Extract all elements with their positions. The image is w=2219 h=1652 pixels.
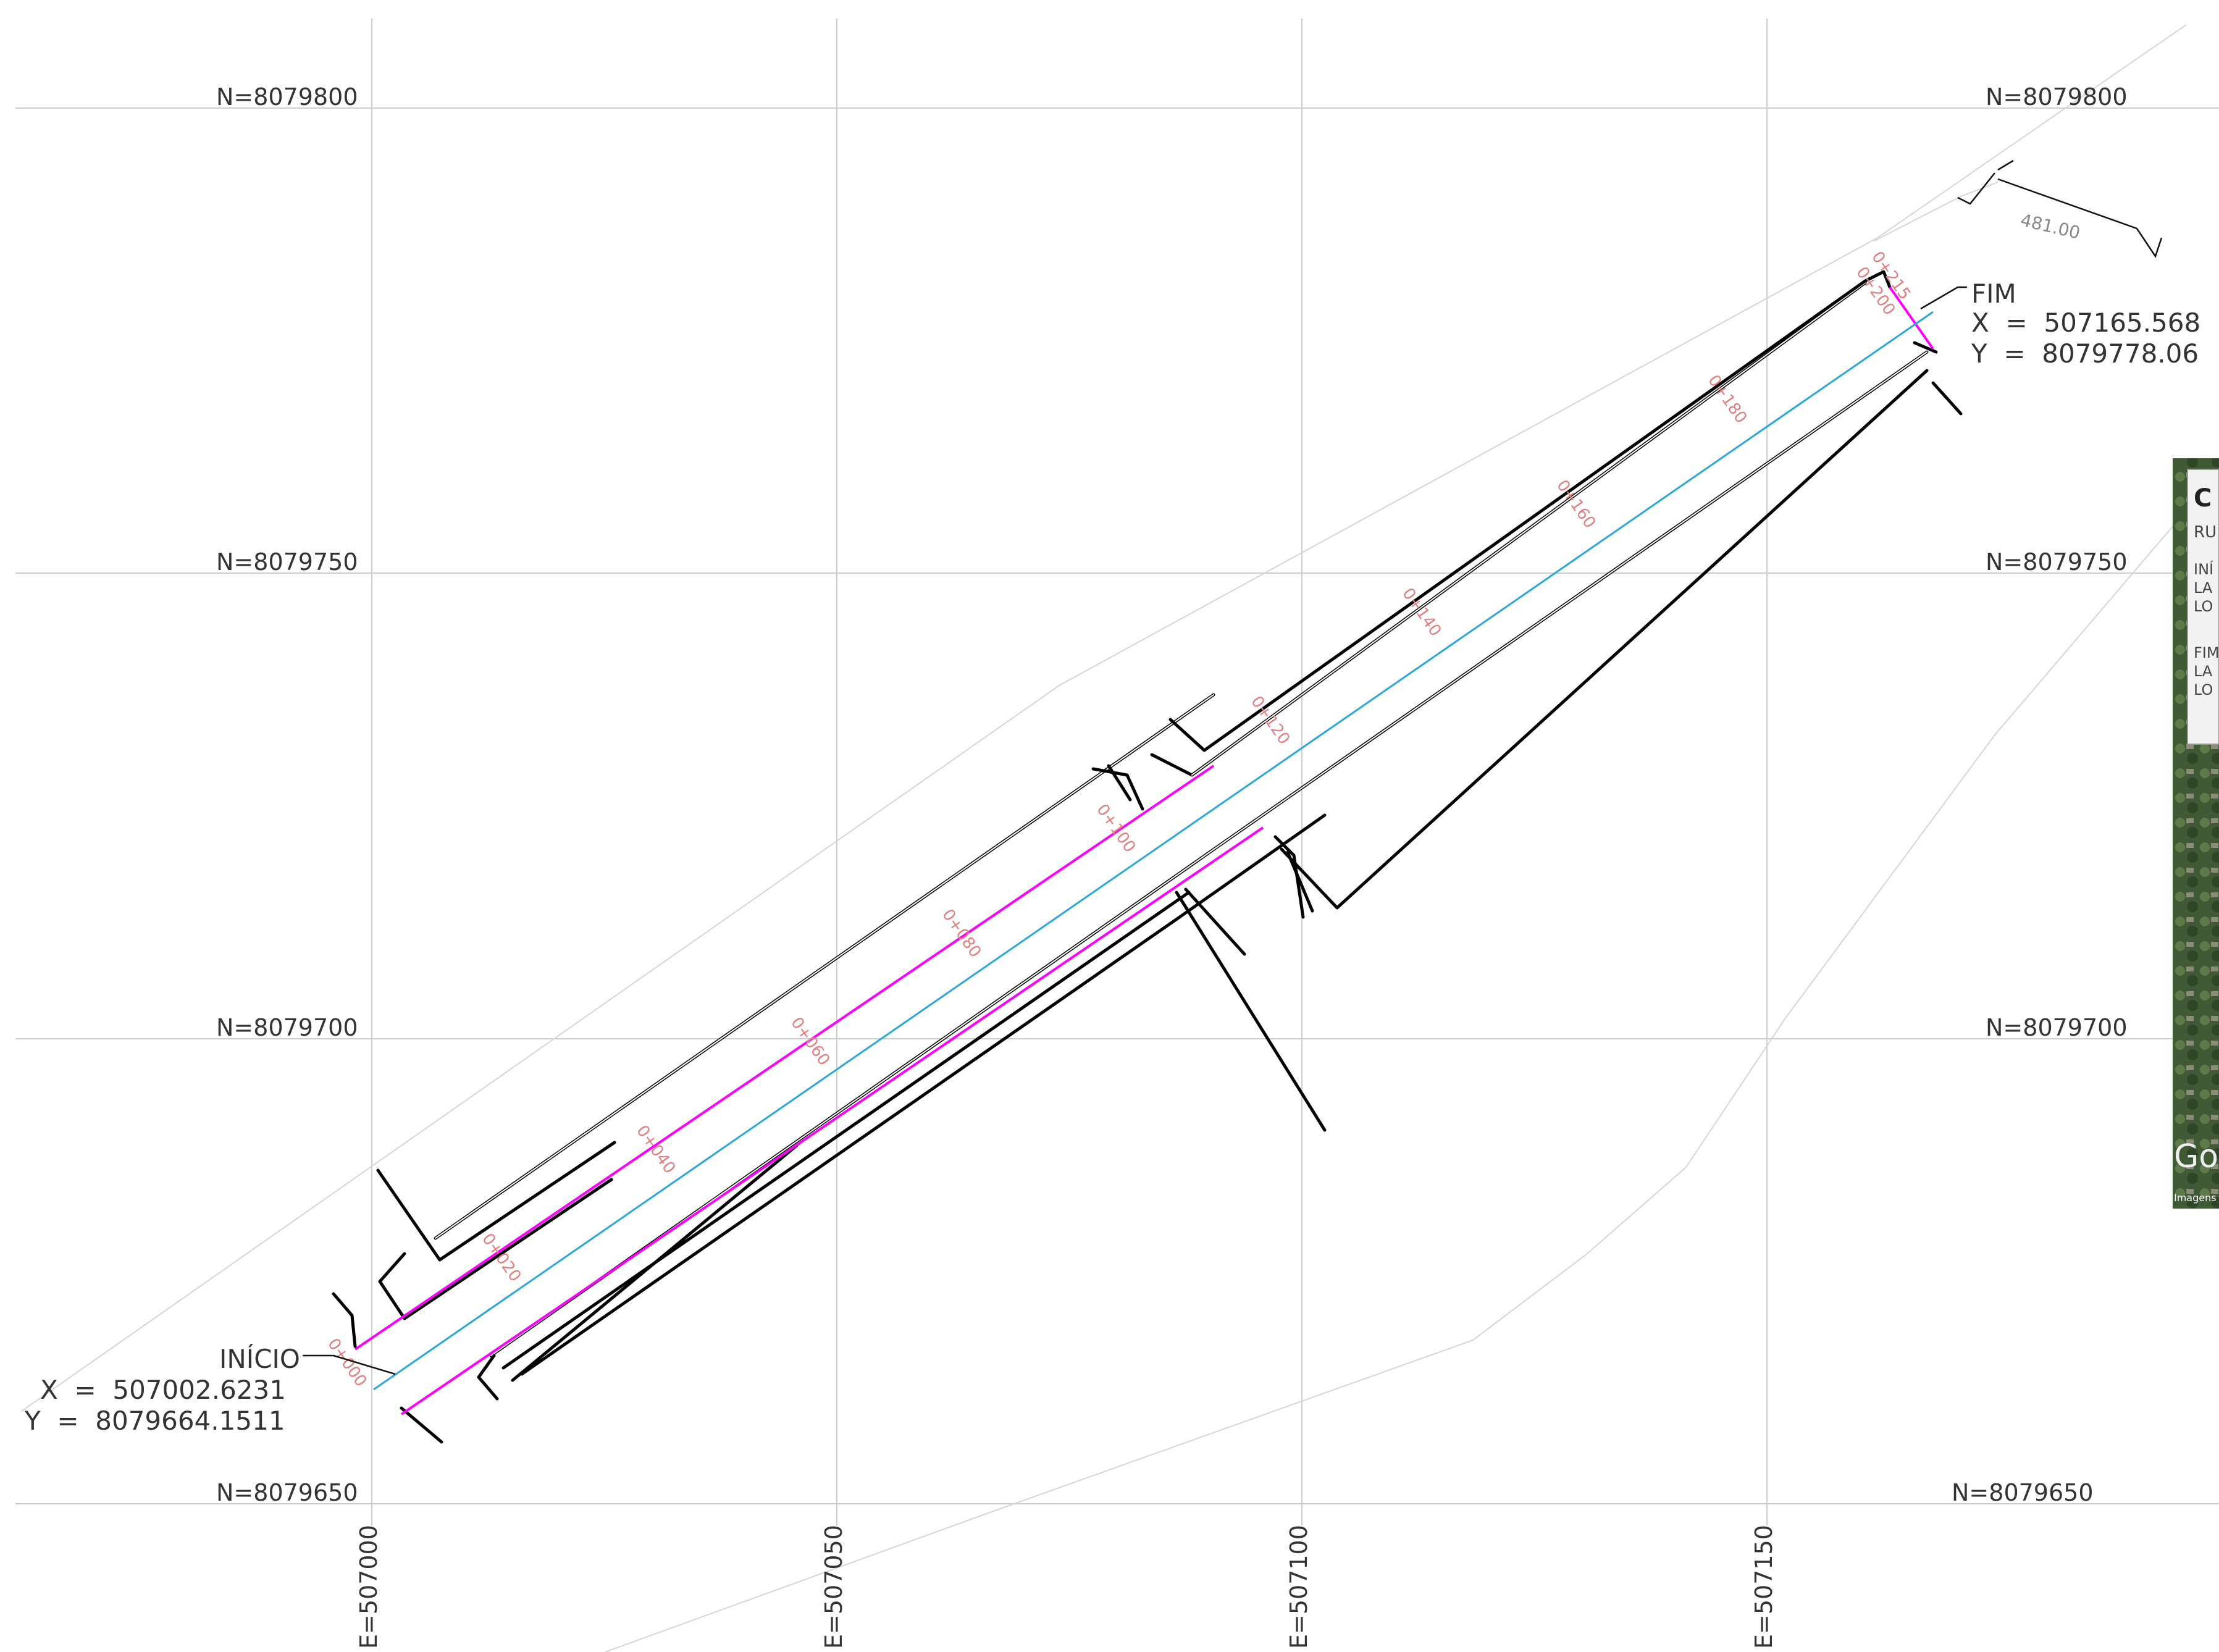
inset-info-box	[2187, 469, 2219, 745]
station-0040: 0+040	[632, 1122, 679, 1177]
north-label-700-right: N=8079700	[1986, 1014, 2128, 1041]
east-label-100: E=507100	[1285, 1525, 1312, 1649]
east-label-050: E=507050	[820, 1525, 847, 1649]
station-0100: 0+100	[1093, 801, 1139, 856]
east-labels: E=507000 E=507050 E=507100 E=507150	[355, 1525, 1777, 1649]
inset-line2: INÍ	[2194, 560, 2213, 578]
station-0060: 0+060	[787, 1014, 833, 1069]
inset-line4: LO	[2194, 598, 2213, 615]
coordinate-grid	[15, 19, 2219, 1525]
inset-line6: LA	[2194, 663, 2213, 680]
dimension-annotation: 481.00	[1957, 159, 2163, 258]
start-x: X = 507002.6231	[40, 1375, 286, 1405]
start-title: INÍCIO	[219, 1343, 300, 1374]
start-point-callout: INÍCIO X = 507002.6231 Y = 8079664.1511	[24, 1343, 396, 1436]
terrain-lines	[21, 24, 2187, 1652]
station-0120: 0+120	[1247, 693, 1293, 748]
inset-watermark: Go	[2174, 1138, 2218, 1175]
end-x: X = 507165.568	[1971, 308, 2200, 338]
north-label-700-left: N=8079700	[216, 1014, 358, 1041]
dimension-label: 481.00	[2018, 210, 2082, 243]
inset-line1: RU	[2194, 523, 2217, 542]
inset-line3: LA	[2194, 579, 2213, 597]
north-label-650-left: N=8079650	[216, 1479, 358, 1506]
north-label-650-right: N=8079650	[1952, 1479, 2094, 1506]
north-label-800-right: N=8079800	[1986, 83, 2128, 111]
north-labels: N=8079800 N=8079800 N=8079750 N=8079750 …	[216, 83, 2128, 1506]
south-curbs	[400, 341, 1963, 1444]
end-y: Y = 8079778.06	[1971, 338, 2199, 369]
start-y: Y = 8079664.1511	[24, 1406, 285, 1436]
station-0080: 0+080	[938, 906, 984, 961]
road-centerline	[373, 311, 1934, 1391]
station-labels: 0+000 0+020 0+040 0+060 0+080 0+100 0+12…	[324, 248, 1914, 1390]
east-label-000: E=507000	[355, 1525, 382, 1649]
station-0140: 0+140	[1398, 585, 1445, 640]
north-label-750-left: N=8079750	[216, 548, 358, 576]
inset-footer: Imagens	[2174, 1192, 2217, 1204]
inset-line5: FIM	[2194, 644, 2219, 661]
satellite-inset: C RU INÍ LA LO FIM LA LO Go Imagens	[2173, 458, 2219, 1209]
inset-line7: LO	[2194, 681, 2213, 698]
north-curbs	[332, 270, 1892, 1348]
end-title: FIM	[1971, 279, 2016, 309]
north-label-800-left: N=8079800	[216, 83, 358, 111]
east-label-150: E=507150	[1750, 1525, 1777, 1649]
north-label-750-right: N=8079750	[1986, 548, 2128, 576]
end-point-callout: FIM X = 507165.568 Y = 8079778.06	[1920, 279, 2200, 369]
road-edges	[354, 286, 1934, 1415]
inset-title: C	[2194, 484, 2212, 513]
